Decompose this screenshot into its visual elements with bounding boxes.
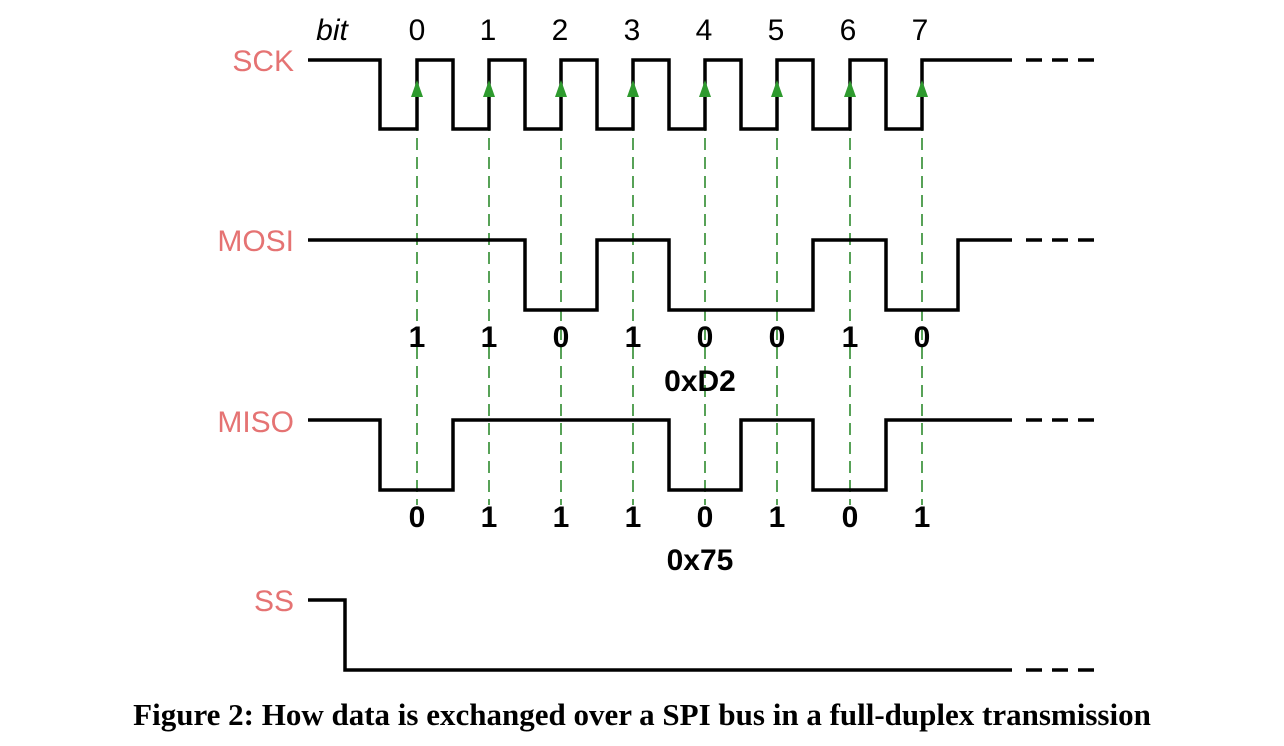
bit-index-3: 3 <box>624 14 641 47</box>
mosi-bit-6: 1 <box>842 321 859 354</box>
bit-index-header: bit 0 1 2 3 4 5 6 7 <box>316 14 928 47</box>
sck-waveform <box>308 58 1104 131</box>
miso-bit-7: 1 <box>914 501 931 534</box>
mosi-hex-value: 0xD2 <box>664 365 736 398</box>
rising-edge-arrow-1 <box>483 80 495 97</box>
mosi-bit-0: 1 <box>409 321 426 354</box>
mosi-bit-4: 0 <box>697 321 714 354</box>
rising-edge-arrow-3 <box>627 80 639 97</box>
mosi-bit-2: 0 <box>553 321 570 354</box>
rising-edge-arrow-2 <box>555 80 567 97</box>
signal-labels: SCK MOSI MISO SS <box>217 45 294 618</box>
rising-edge-arrow-5 <box>771 80 783 97</box>
miso-trace <box>308 418 1012 492</box>
miso-bit-2: 1 <box>553 501 570 534</box>
mosi-bit-1: 1 <box>481 321 498 354</box>
ss-label: SS <box>254 585 294 618</box>
miso-bit-1: 1 <box>481 501 498 534</box>
bit-index-2: 2 <box>552 14 569 47</box>
miso-waveform: 0 1 1 1 0 1 0 1 0x75 <box>308 418 1104 577</box>
rising-edge-arrow-4 <box>699 80 711 97</box>
miso-bit-5: 1 <box>769 501 786 534</box>
miso-label: MISO <box>217 406 294 439</box>
ss-waveform <box>308 598 1104 672</box>
miso-hex-value: 0x75 <box>667 544 734 577</box>
sampling-lines <box>416 100 923 505</box>
miso-bit-4: 0 <box>697 501 714 534</box>
rising-edge-arrow-0 <box>411 80 423 97</box>
bit-index-6: 6 <box>840 14 857 47</box>
bit-index-7: 7 <box>912 14 929 47</box>
bit-index-1: 1 <box>480 14 497 47</box>
miso-bit-3: 1 <box>625 501 642 534</box>
rising-edge-arrow-7 <box>916 80 928 97</box>
sck-label: SCK <box>232 45 294 78</box>
bit-index-5: 5 <box>768 14 785 47</box>
rising-edge-arrow-6 <box>844 80 856 97</box>
mosi-trace <box>308 238 1012 312</box>
mosi-label: MOSI <box>217 225 294 258</box>
miso-bit-0: 0 <box>409 501 426 534</box>
miso-bit-6: 0 <box>842 501 859 534</box>
bit-index-0: 0 <box>409 14 426 47</box>
ss-trace <box>308 598 1012 672</box>
mosi-bit-7: 0 <box>914 321 931 354</box>
mosi-waveform: 1 1 0 1 0 0 1 0 0xD2 <box>308 238 1104 398</box>
mosi-bit-3: 1 <box>625 321 642 354</box>
bit-index-4: 4 <box>696 14 713 47</box>
mosi-bit-5: 0 <box>769 321 786 354</box>
bit-axis-label: bit <box>316 14 349 47</box>
figure-caption: Figure 2: How data is exchanged over a S… <box>133 697 1151 732</box>
